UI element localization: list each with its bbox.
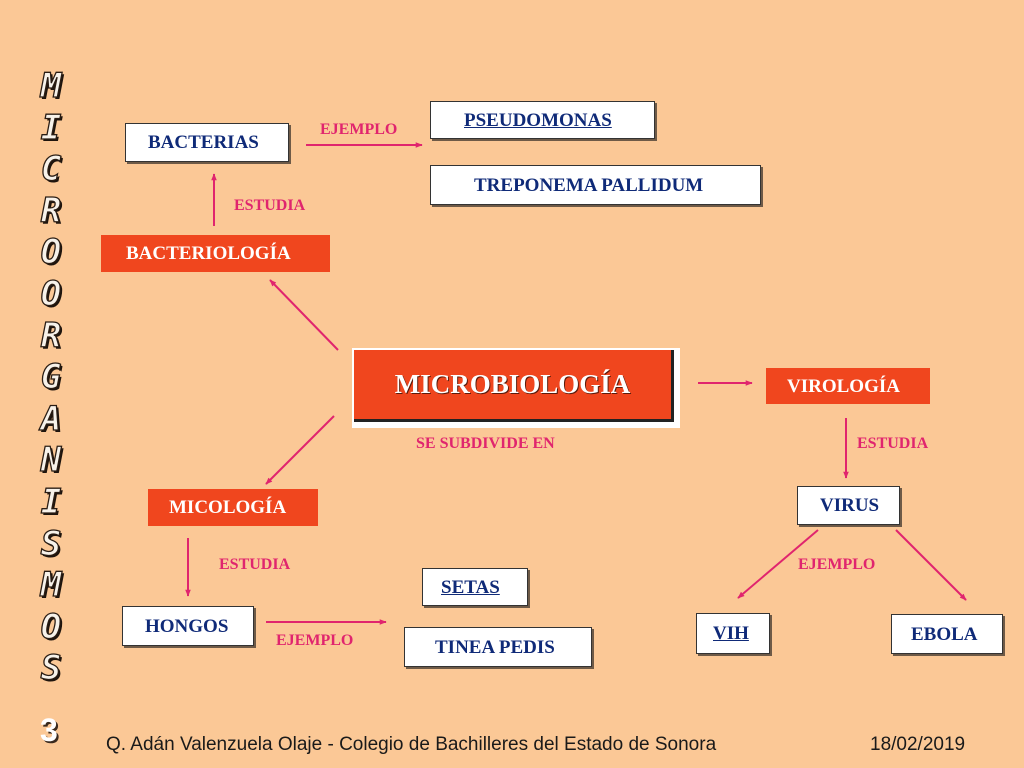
- node-virus: VIRUS: [797, 486, 900, 525]
- node-virus-label: VIRUS: [820, 495, 880, 516]
- title-letter: G: [40, 357, 62, 398]
- node-ebola: EBOLA: [891, 614, 1003, 654]
- node-vih-label: VIH: [713, 623, 749, 644]
- node-treponema-label: TREPONEMA PALLIDUM: [474, 174, 704, 196]
- central-node-label: MICROBIOLOGÍA: [354, 350, 674, 422]
- label-ejemplo-hongos: EJEMPLO: [276, 632, 354, 649]
- title-letter: R: [40, 190, 62, 231]
- node-micologia: MICOLOGÍA: [148, 489, 318, 526]
- subdivide-label: SE SUBDIVIDE EN: [416, 435, 555, 452]
- node-virologia-label: VIROLOGÍA: [787, 375, 900, 397]
- node-bacterias: BACTERIAS: [125, 123, 289, 162]
- node-hongos: HONGOS: [122, 606, 254, 646]
- label-estudia-virus: ESTUDIA: [857, 435, 929, 452]
- node-bacteriologia-label: BACTERIOLOGÍA: [126, 243, 291, 264]
- title-letter: C: [40, 149, 62, 190]
- vertical-title-microorganismos: M I C R O O R G A N I S M O S: [26, 65, 76, 690]
- node-bacterias-label: BACTERIAS: [148, 132, 259, 153]
- central-node-microbiologia: MICROBIOLOGÍA: [352, 348, 680, 428]
- label-estudia-hongos: ESTUDIA: [219, 556, 291, 573]
- title-letter: S: [40, 523, 62, 564]
- node-setas: SETAS: [422, 568, 528, 606]
- title-letter: M: [40, 65, 62, 106]
- node-tinea-label: TINEA PEDIS: [435, 636, 555, 658]
- label-ejemplo-bacterias: EJEMPLO: [320, 121, 398, 138]
- node-vih: VIH: [696, 613, 770, 654]
- title-letter: O: [40, 273, 62, 314]
- arrow-micro-to-micologia: [265, 415, 335, 485]
- title-letter: N: [40, 440, 62, 481]
- node-ebola-label: EBOLA: [911, 623, 978, 645]
- title-letter: I: [40, 481, 62, 522]
- node-treponema-pallidum: TREPONEMA PALLIDUM: [430, 165, 761, 205]
- label-ejemplo-virus: EJEMPLO: [798, 556, 876, 573]
- footer-date: 18/02/2019: [870, 734, 966, 755]
- arrow-virus-to-ebola: [895, 529, 967, 601]
- title-letter: A: [40, 398, 62, 439]
- node-virologia: VIROLOGÍA: [766, 368, 930, 404]
- node-micologia-label: MICOLOGÍA: [169, 497, 287, 518]
- node-setas-label: SETAS: [441, 576, 500, 598]
- node-pseudomonas-label: PSEUDOMONAS: [464, 109, 612, 131]
- node-hongos-label: HONGOS: [145, 615, 229, 637]
- title-letter: S: [40, 648, 62, 689]
- title-letter: O: [40, 232, 62, 273]
- arrow-micro-to-bacteriologia: [269, 279, 339, 351]
- footer-author: Q. Adán Valenzuela Olaje - Colegio de Ba…: [106, 734, 717, 755]
- slide-number: 3: [40, 712, 58, 748]
- title-letter: O: [40, 606, 62, 647]
- node-bacteriologia: BACTERIOLOGÍA: [101, 235, 330, 272]
- title-letter: M: [40, 564, 62, 606]
- title-letter: R: [40, 315, 62, 356]
- node-tinea-pedis: TINEA PEDIS: [404, 627, 592, 667]
- node-pseudomonas: PSEUDOMONAS: [430, 101, 655, 139]
- label-estudia-bacterias: ESTUDIA: [234, 197, 306, 214]
- title-letter: I: [40, 107, 62, 148]
